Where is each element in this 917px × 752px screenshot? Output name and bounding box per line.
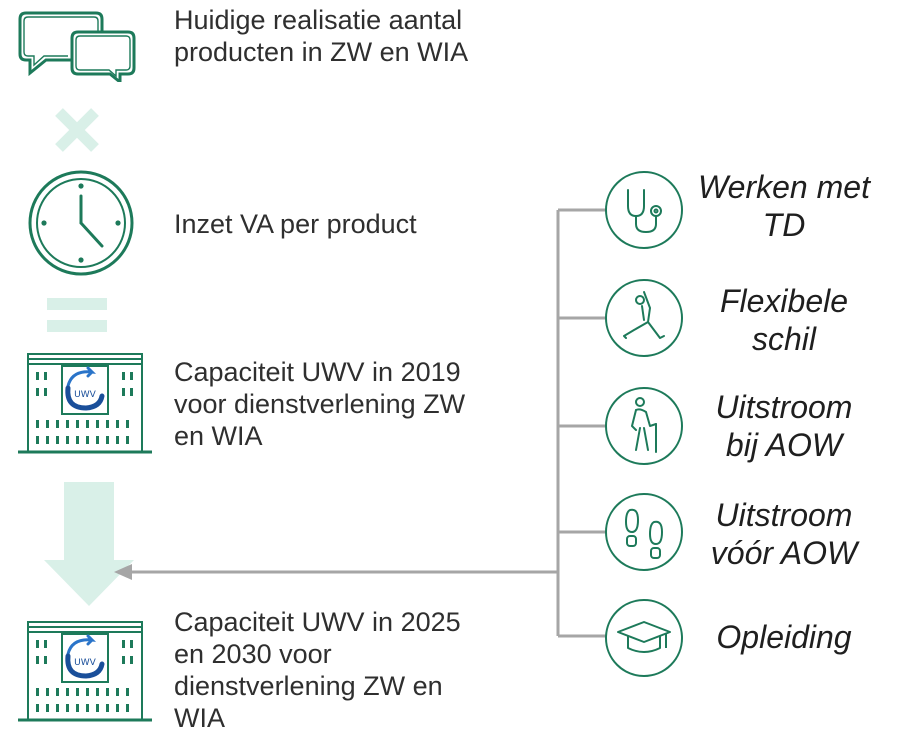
factor-3-label: Uitstroom bij AOW <box>674 388 894 464</box>
equals-icon <box>47 296 107 336</box>
speech-bubbles-icon <box>16 10 138 82</box>
footprints-icon <box>604 492 684 572</box>
elderly-person-icon <box>604 386 684 466</box>
step-3-line-3: en WIA <box>174 421 263 451</box>
factor-2-label: Flexibele schil <box>674 282 894 358</box>
step-4-line-4: WIA <box>174 703 225 733</box>
factor-1-label: Werken met TD <box>674 168 894 244</box>
factor-3-line-1: Uitstroom <box>715 389 853 425</box>
step-1-line-1: Huidige realisatie aantal <box>174 5 463 35</box>
factor-3-line-2: bij AOW <box>725 427 843 463</box>
step-4-line-3: dienstverlening ZW en <box>174 671 443 701</box>
step-4-line-1: Capaciteit UWV in 2025 <box>174 607 461 637</box>
step-1-label: Huidige realisatie aantal producten in Z… <box>174 4 468 68</box>
step-3-line-1: Capaciteit UWV in 2019 <box>174 357 461 387</box>
graduation-cap-icon <box>604 598 684 678</box>
arrow-head <box>114 564 132 580</box>
step-3-line-2: voor dienstverlening ZW <box>174 389 466 419</box>
step-1-line-2: producten in ZW en WIA <box>174 37 469 67</box>
factor-2-line-1: Flexibele <box>719 283 849 319</box>
stretching-person-icon <box>604 278 684 358</box>
down-arrow-icon <box>44 482 134 606</box>
step-2-label: Inzet VA per product <box>174 208 417 240</box>
uwv-logo: UWV <box>65 366 105 411</box>
uwv-logo: UWV <box>65 634 105 679</box>
uwv-building-icon: UWV <box>16 620 154 724</box>
factor-4-line-1: Uitstroom <box>715 497 853 533</box>
factor-4-line-2: vóór AOW <box>710 535 858 571</box>
factor-1-line-1: Werken met <box>698 169 870 205</box>
factor-1-line-2: TD <box>762 207 806 243</box>
step-2-line-1: Inzet VA per product <box>174 209 417 239</box>
stethoscope-icon <box>604 170 684 250</box>
uwv-logo-text-2: UWV <box>74 658 96 668</box>
uwv-building-icon: UWV <box>16 352 154 456</box>
clock-icon <box>26 168 136 278</box>
times-icon <box>55 108 99 152</box>
step-4-label: Capaciteit UWV in 2025 en 2030 voor dien… <box>174 606 461 734</box>
factor-4-label: Uitstroom vóór AOW <box>674 496 894 572</box>
step-3-label: Capaciteit UWV in 2019 voor dienstverlen… <box>174 356 465 452</box>
uwv-logo-text-1: UWV <box>74 390 96 400</box>
factor-2-line-2: schil <box>751 321 816 357</box>
factor-5-label: Opleiding <box>674 618 894 656</box>
factor-5-line-1: Opleiding <box>716 619 852 655</box>
step-4-line-2: en 2030 voor <box>174 639 332 669</box>
